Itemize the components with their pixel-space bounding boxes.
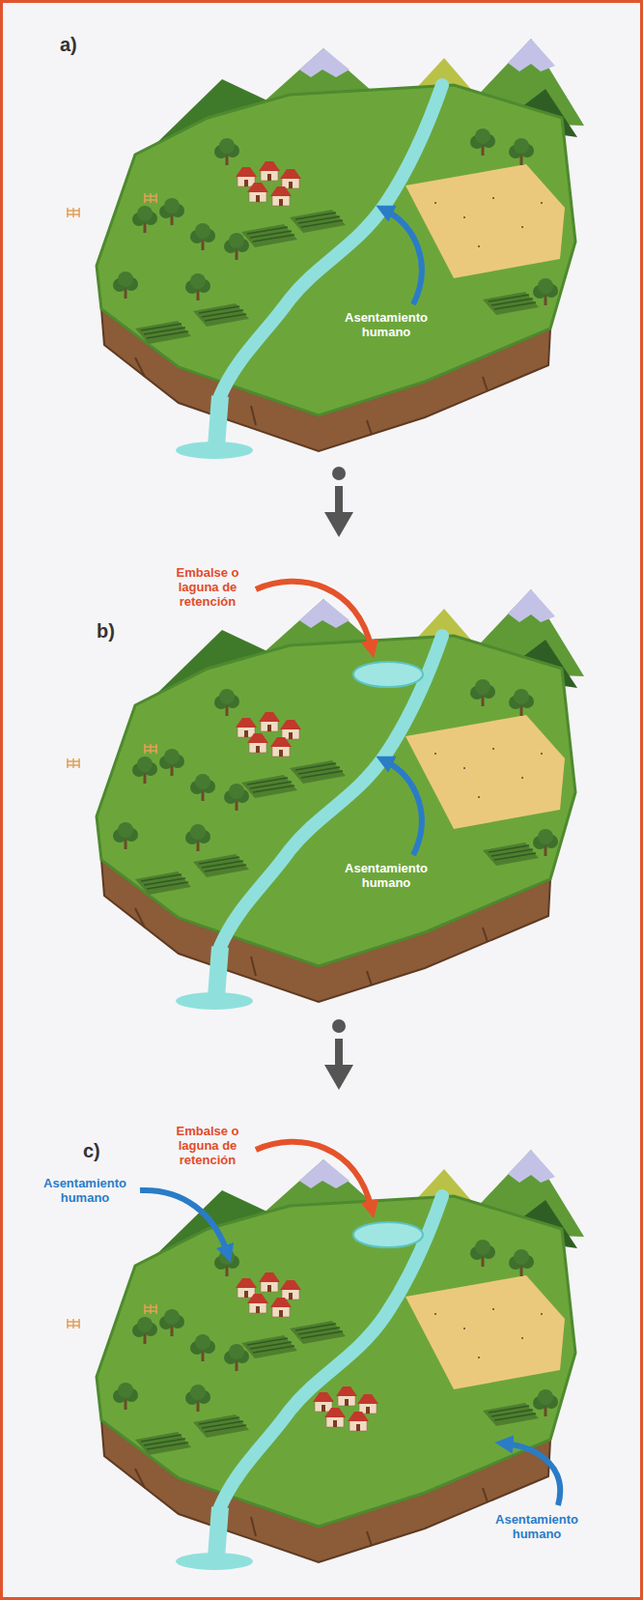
panel-a [66, 38, 585, 459]
panel-letter: c) [83, 1139, 122, 1162]
step-arrow [324, 1018, 354, 1090]
panel-letter: a) [59, 33, 99, 56]
reservoir-label: Embalse o laguna de retención [163, 1123, 252, 1168]
settlement-label: Asentamiento humano [335, 310, 438, 340]
panel-b [66, 581, 585, 1009]
reservoir-label: Embalse o laguna de retención [163, 565, 252, 610]
step-arrow [324, 466, 354, 537]
panel-letter: b) [96, 619, 136, 643]
settlement-label: Asentamiento humano [33, 1175, 137, 1205]
settlement-label: Asentamiento humano [335, 861, 438, 891]
panel-c [66, 1141, 585, 1569]
settlement-label: Asentamiento humano [485, 1511, 588, 1541]
